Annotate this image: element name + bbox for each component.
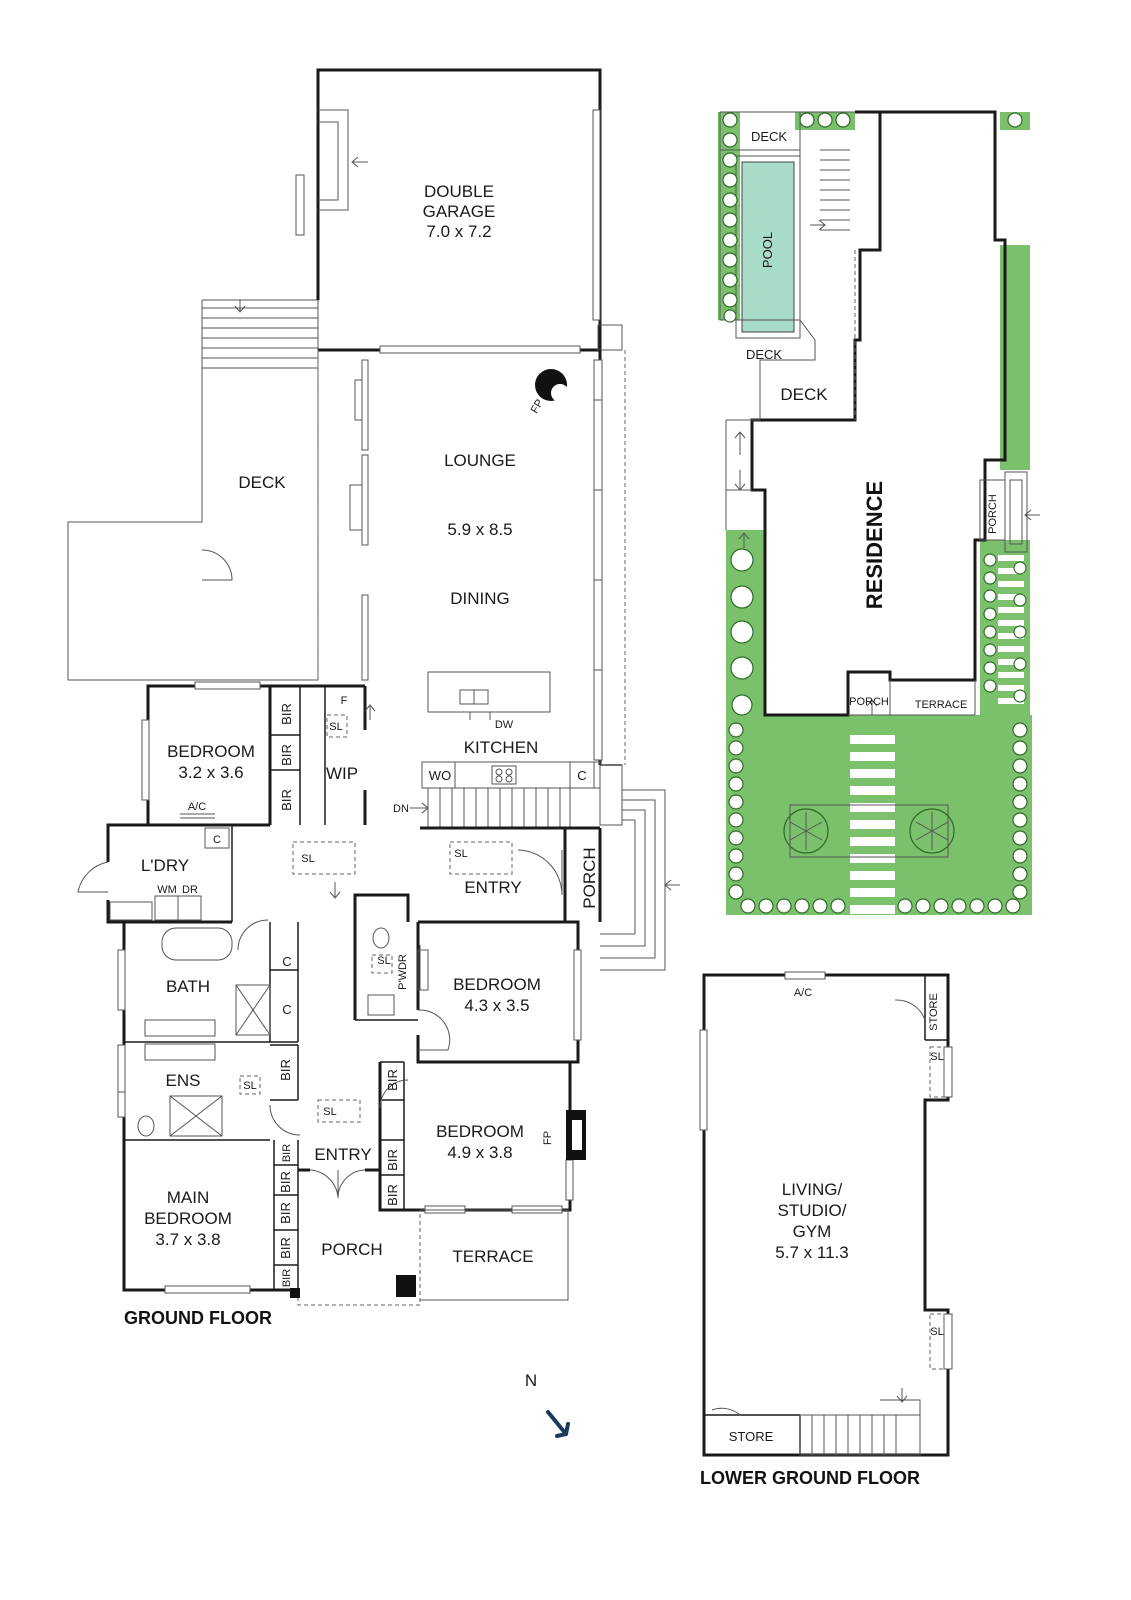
lounge-size: 5.9 x 8.5 bbox=[447, 520, 512, 539]
ground-floor-labels: DOUBLE GARAGE 7.0 x 7.2 DECK LOUNGE 5.9 … bbox=[124, 182, 599, 1328]
lounge-dining-kitchen bbox=[317, 350, 626, 830]
bir-label: BIR bbox=[279, 703, 294, 725]
site-plan bbox=[718, 110, 1040, 915]
wm-label: WM bbox=[157, 884, 177, 896]
bir-label: BIR bbox=[278, 1202, 293, 1224]
pwdr-label: P'WDR bbox=[397, 954, 409, 990]
main-bedroom-label-1: MAIN bbox=[167, 1188, 210, 1207]
north-compass: N bbox=[525, 1371, 570, 1438]
bath-c-label-1: C bbox=[282, 954, 291, 969]
entry-sl-label-2: SL bbox=[323, 1106, 336, 1118]
site-deck-label-2: DECK bbox=[746, 347, 782, 362]
dr-label: DR bbox=[182, 884, 198, 896]
wip-sl-label: SL bbox=[329, 721, 342, 733]
ac-label: A/C bbox=[188, 801, 206, 813]
north-label: N bbox=[525, 1371, 537, 1390]
dw-label: DW bbox=[495, 719, 514, 731]
ground-floor-plan bbox=[67, 68, 680, 1306]
site-porch-label-2: PORCH bbox=[849, 696, 889, 708]
wip-label: WIP bbox=[326, 764, 358, 783]
bir-label: BIR bbox=[278, 1237, 293, 1259]
living-size: 5.7 x 11.3 bbox=[775, 1243, 848, 1262]
lounge-label: LOUNGE bbox=[444, 451, 516, 470]
bir-label: BIR bbox=[278, 1171, 293, 1193]
bath-ens-block bbox=[117, 919, 301, 1294]
site-deck-label-3: DECK bbox=[780, 385, 828, 404]
bedroom-2-label: BEDROOM bbox=[453, 975, 541, 994]
lg-store-label: STORE bbox=[928, 993, 940, 1031]
bir-label: BIR bbox=[385, 1184, 400, 1206]
bedroom-1-size: 3.2 x 3.6 bbox=[178, 763, 243, 782]
living-label-3: GYM bbox=[793, 1222, 832, 1241]
dining-label: DINING bbox=[450, 589, 510, 608]
kitchen-c-label: C bbox=[577, 768, 586, 783]
garage-label-1: DOUBLE bbox=[424, 182, 494, 201]
site-plan-labels: DECK POOL DECK DECK RESIDENCE PORCH PORC… bbox=[746, 129, 999, 711]
dn-label: DN bbox=[393, 803, 409, 815]
terrace-label: TERRACE bbox=[452, 1247, 533, 1266]
porch-south-label: PORCH bbox=[321, 1240, 382, 1259]
bedroom-3-size: 4.9 x 3.8 bbox=[447, 1143, 512, 1162]
living-label-1: LIVING/ bbox=[782, 1180, 843, 1199]
main-bedroom-label-2: BEDROOM bbox=[144, 1209, 232, 1228]
wo-label: WO bbox=[429, 768, 451, 783]
entry-south-label: ENTRY bbox=[314, 1145, 371, 1164]
hall-sl-label: SL bbox=[301, 853, 314, 865]
bir-label: BIR bbox=[385, 1149, 400, 1171]
north-arrow-icon bbox=[546, 1410, 570, 1438]
entry-label: ENTRY bbox=[464, 878, 521, 897]
pool bbox=[741, 161, 795, 333]
bedroom-1-block bbox=[141, 681, 376, 827]
site-porch-label: PORCH bbox=[987, 494, 999, 534]
bedroom-2-size: 4.3 x 3.5 bbox=[464, 996, 529, 1015]
bedroom-1-label: BEDROOM bbox=[167, 742, 255, 761]
lg-ac-label: A/C bbox=[794, 987, 812, 999]
lg-sl-label-2: SL bbox=[930, 1326, 943, 1338]
bir-label: BIR bbox=[278, 1059, 293, 1081]
fp-label-2: FP bbox=[542, 1131, 554, 1145]
bedroom-3-label: BEDROOM bbox=[436, 1122, 524, 1141]
laundry-c-label: C bbox=[213, 834, 221, 846]
bath-c-label-2: C bbox=[282, 1002, 291, 1017]
south-entry bbox=[290, 1099, 569, 1306]
bir-label: BIR bbox=[385, 1069, 400, 1091]
bedroom-2-block bbox=[353, 893, 582, 1064]
bir-label: BIR bbox=[279, 789, 294, 811]
double-garage bbox=[295, 68, 623, 354]
ens-label: ENS bbox=[166, 1071, 201, 1090]
ground-floor-title: GROUND FLOOR bbox=[124, 1308, 272, 1328]
site-deck-label: DECK bbox=[751, 129, 787, 144]
fp-label: FP bbox=[529, 397, 546, 415]
f-label: F bbox=[341, 695, 348, 707]
kitchen-label: KITCHEN bbox=[464, 738, 539, 757]
bir-label: BIR bbox=[279, 744, 294, 766]
deck-label: DECK bbox=[238, 473, 286, 492]
pwdr-sl-label: SL bbox=[377, 955, 390, 967]
bath-label: BATH bbox=[166, 977, 210, 996]
residence-label: RESIDENCE bbox=[862, 481, 887, 609]
laundry-label: L'DRY bbox=[141, 856, 189, 875]
lg-sl-label: SL bbox=[930, 1051, 943, 1063]
site-terrace-label: TERRACE bbox=[915, 699, 968, 711]
lg-store-label-2: STORE bbox=[729, 1429, 774, 1444]
garage-size: 7.0 x 7.2 bbox=[426, 222, 491, 241]
main-bedroom-size: 3.7 x 3.8 bbox=[155, 1230, 220, 1249]
entry-sl-label: SL bbox=[454, 848, 467, 860]
bir-label: BIR bbox=[281, 1144, 293, 1162]
pool-label: POOL bbox=[760, 232, 775, 268]
porch-label: PORCH bbox=[580, 847, 599, 908]
lower-ground-labels: A/C STORE SL SL LIVING/ STUDIO/ GYM 5.7 … bbox=[700, 987, 944, 1488]
garage-label-2: GARAGE bbox=[423, 202, 496, 221]
lower-ground-floor-title: LOWER GROUND FLOOR bbox=[700, 1468, 920, 1488]
lower-ground-floor-plan bbox=[699, 971, 953, 1457]
bir-label: BIR bbox=[281, 1269, 293, 1287]
living-label-2: STUDIO/ bbox=[778, 1201, 847, 1220]
ens-sl-label: SL bbox=[243, 1080, 256, 1092]
lawn bbox=[726, 715, 1032, 915]
